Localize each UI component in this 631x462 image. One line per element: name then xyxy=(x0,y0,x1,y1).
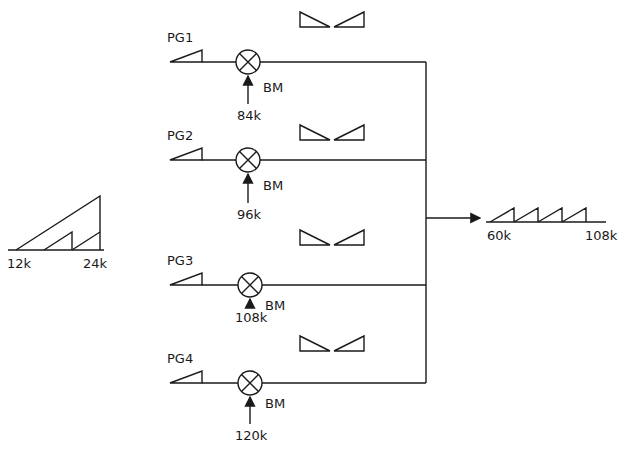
modulator-label: BM xyxy=(262,178,284,193)
sideband-spectrum xyxy=(300,12,364,27)
group-spectrum xyxy=(486,208,606,222)
input-spectrum xyxy=(170,371,202,383)
input-spectrum xyxy=(170,50,202,62)
balanced-modulator xyxy=(236,148,260,172)
baseband-spectrum xyxy=(8,196,104,250)
carrier-frequency: 96k xyxy=(236,207,262,222)
input-spectrum xyxy=(170,148,202,160)
sideband-spectrum xyxy=(300,230,364,245)
modulator-label: BM xyxy=(264,396,286,411)
balanced-modulator xyxy=(238,273,262,297)
input-spectrum xyxy=(170,273,202,285)
carrier-frequency: 108k xyxy=(234,310,268,325)
carrier-frequency: 84k xyxy=(236,108,262,123)
frequency-label: 108k xyxy=(584,228,618,243)
sideband-spectrum xyxy=(300,336,364,351)
pg-label: PG2 xyxy=(166,128,194,143)
pg-label: PG1 xyxy=(166,30,194,45)
frequency-label: 60k xyxy=(486,228,512,243)
balanced-modulator xyxy=(236,50,260,74)
carrier-frequency: 120k xyxy=(234,428,268,443)
sideband-spectrum xyxy=(300,125,364,140)
modulator-label: BM xyxy=(262,80,284,95)
pg-label: PG4 xyxy=(166,351,194,366)
frequency-label: 12k xyxy=(6,256,32,271)
pg-label: PG3 xyxy=(166,253,194,268)
frequency-label: 24k xyxy=(82,256,108,271)
balanced-modulator xyxy=(238,371,262,395)
